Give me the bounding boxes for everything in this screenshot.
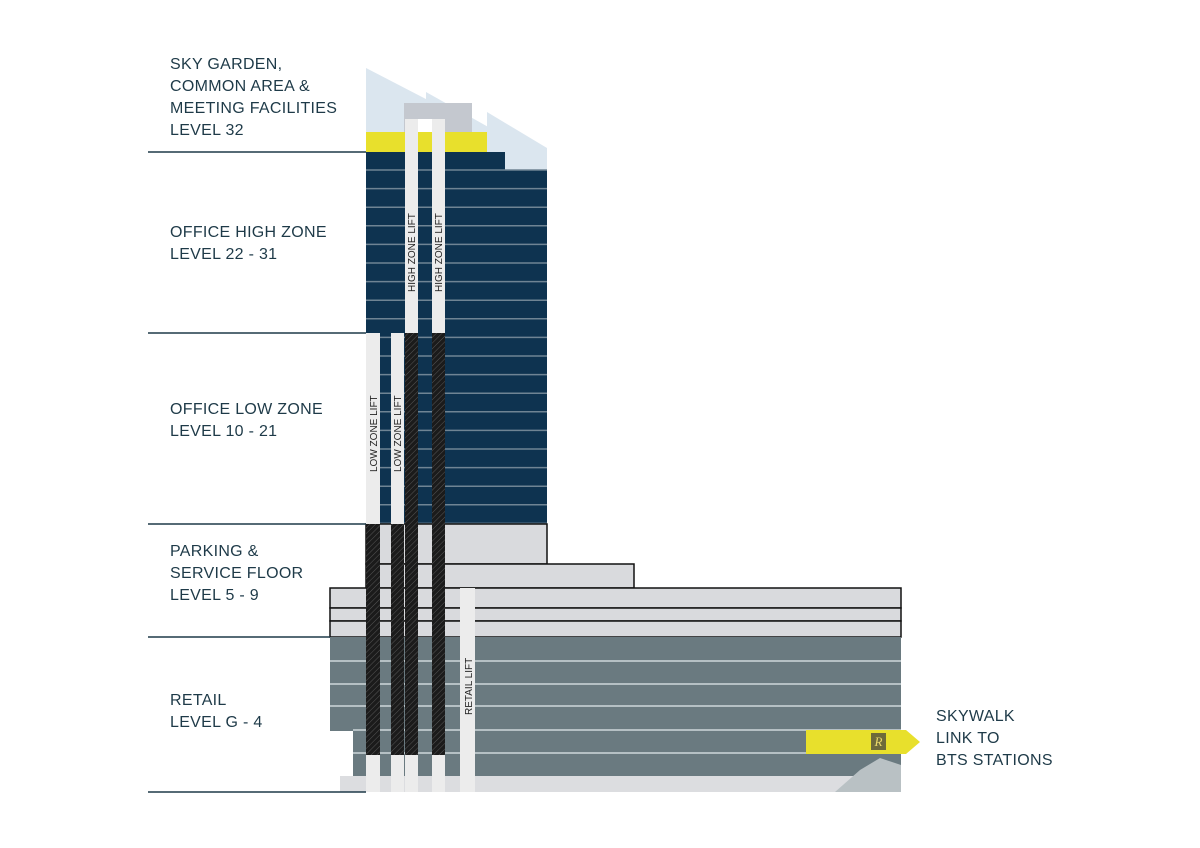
- skywalk-logo-letter: R: [874, 734, 883, 749]
- high-zone-lift-hatch-1: [405, 333, 418, 755]
- label-line: PARKING &: [170, 543, 259, 560]
- skywalk-arrow: [806, 730, 920, 754]
- label-line: LEVEL 10 - 21: [170, 423, 278, 440]
- label-line: SKY GARDEN,: [170, 56, 283, 73]
- zone-label-office-low: OFFICE LOW ZONE LEVEL 10 - 21: [170, 399, 323, 443]
- high-zone-lift-hatch-2: [432, 333, 445, 755]
- ground-level-slab: [340, 776, 901, 792]
- high-zone-lift-label-1: HIGH ZONE LIFT: [407, 213, 418, 292]
- label-line: SERVICE FLOOR: [170, 565, 304, 582]
- zone-label-retail: RETAIL LEVEL G - 4: [170, 690, 263, 734]
- label-line: LINK TO: [936, 730, 1000, 747]
- zone-label-office-high: OFFICE HIGH ZONE LEVEL 22 - 31: [170, 222, 327, 266]
- label-line: LEVEL G - 4: [170, 714, 263, 731]
- rooftop-notch: [418, 119, 432, 133]
- low-zone-lift-label-2: LOW ZONE LIFT: [393, 395, 404, 472]
- label-line: OFFICE LOW ZONE: [170, 401, 323, 418]
- zone-divider-lines: [148, 151, 366, 793]
- zone-label-parking: PARKING & SERVICE FLOOR LEVEL 5 - 9: [170, 541, 303, 607]
- label-line: OFFICE HIGH ZONE: [170, 224, 327, 241]
- high-zone-lift-label-2: HIGH ZONE LIFT: [434, 213, 445, 292]
- label-line: SKYWALK: [936, 708, 1015, 725]
- retail-lift-shaft: [460, 588, 475, 792]
- label-line: LEVEL 5 - 9: [170, 587, 259, 604]
- skywalk-label: SKYWALK LINK TO BTS STATIONS: [936, 706, 1053, 772]
- label-line: COMMON AREA &: [170, 78, 310, 95]
- label-line: LEVEL 22 - 31: [170, 246, 278, 263]
- retail-lift-label: RETAIL LIFT: [464, 658, 475, 715]
- label-line: LEVEL 32: [170, 122, 244, 139]
- low-zone-lift-label-1: LOW ZONE LIFT: [369, 395, 380, 472]
- ground-entry-arrow: [835, 758, 901, 792]
- label-line: RETAIL: [170, 692, 227, 709]
- low-zone-lift-hatch-1: [366, 524, 380, 755]
- zone-label-sky-garden: SKY GARDEN, COMMON AREA & MEETING FACILI…: [170, 54, 337, 142]
- low-zone-lift-hatch-2: [391, 524, 404, 755]
- label-line: MEETING FACILITIES: [170, 100, 338, 117]
- sky-garden-level: [366, 132, 487, 152]
- skywalk-logo: [871, 733, 886, 750]
- sky-garden-glass-far: [487, 112, 547, 170]
- label-line: BTS STATIONS: [936, 752, 1053, 769]
